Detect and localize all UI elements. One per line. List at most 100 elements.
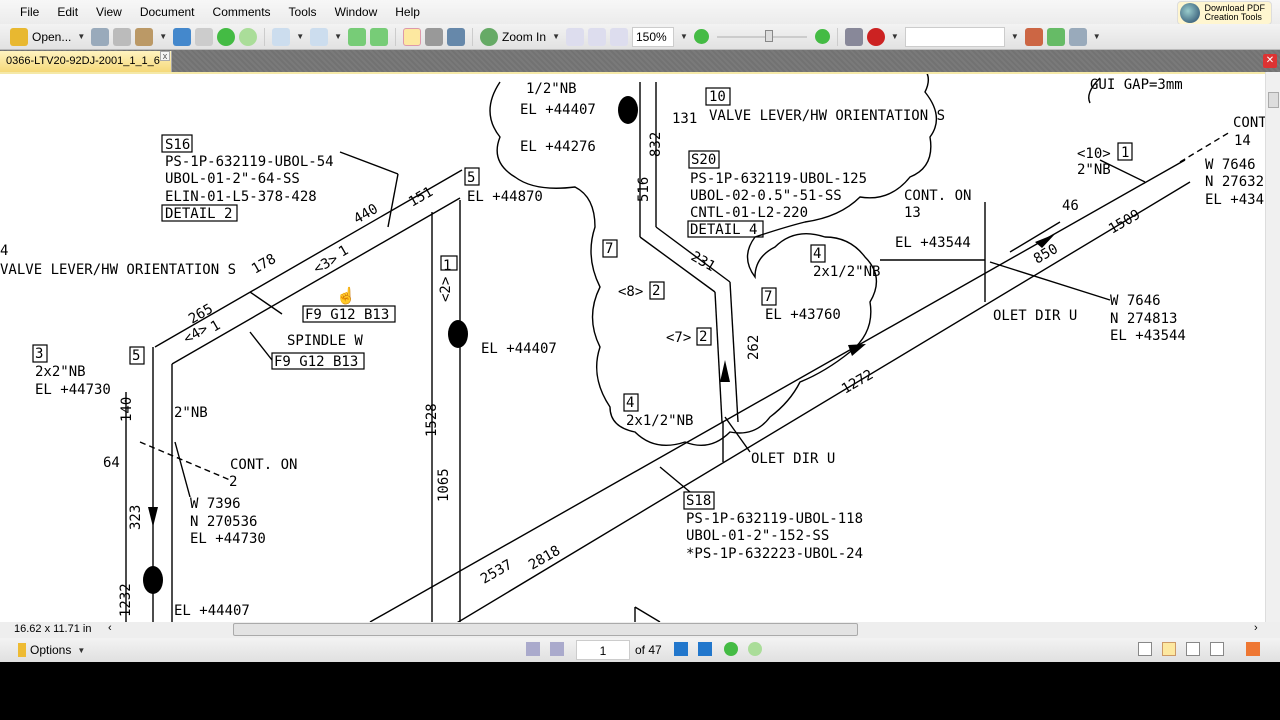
drawing-label: <10>: [1077, 146, 1111, 162]
previous-page-icon[interactable]: [550, 642, 564, 656]
tab-close-icon[interactable]: x: [160, 51, 170, 61]
drawing-label: W 7646: [1205, 157, 1256, 173]
document-tab[interactable]: 0366-LTV20-92DJ-2001_1_1_6: [0, 51, 172, 72]
find-previous-icon[interactable]: [1024, 27, 1043, 46]
drawing-label: 2x1/2"NB: [813, 264, 880, 280]
vertical-scrollbar[interactable]: [1265, 72, 1280, 622]
menu-document[interactable]: Document: [139, 5, 195, 19]
drawing-label: 4: [813, 246, 821, 262]
drawing-label: <7>: [666, 330, 691, 346]
drawing-label: SPINDLE W: [287, 333, 363, 349]
menu-view[interactable]: View: [96, 5, 122, 19]
drawing-label: <2>: [438, 277, 454, 302]
chevron-down-icon[interactable]: ▼: [679, 32, 688, 41]
drawing-label: 2x1/2"NB: [626, 413, 693, 429]
fit-width-icon[interactable]: [609, 27, 628, 46]
chevron-down-icon[interactable]: ▼: [1010, 32, 1019, 41]
two-up-icon[interactable]: [1186, 642, 1200, 656]
snapshot-icon[interactable]: [425, 27, 444, 46]
undo-icon[interactable]: [272, 27, 291, 46]
drawing-label: 3: [35, 346, 43, 362]
ocr-icon[interactable]: [195, 27, 214, 46]
chevron-down-icon[interactable]: ▼: [159, 32, 168, 41]
folder-icon[interactable]: [10, 27, 28, 46]
drawing-label: 1: [443, 258, 451, 274]
save-icon[interactable]: [91, 27, 110, 46]
next-page-icon[interactable]: [674, 642, 688, 656]
fit-page-icon[interactable]: [587, 27, 606, 46]
menu-tools[interactable]: Tools: [288, 5, 317, 19]
select-text-icon[interactable]: [447, 27, 466, 46]
drawing-label: EL +44407: [174, 603, 250, 619]
vertical-scroll-thumb[interactable]: [1268, 92, 1279, 108]
filter-icon[interactable]: [1068, 27, 1087, 46]
drawing-label: DETAIL 4: [690, 222, 757, 238]
continuous-page-icon[interactable]: [1162, 642, 1176, 656]
hand-tool-icon[interactable]: [403, 27, 422, 46]
zoom-in-button[interactable]: Zoom In: [502, 29, 547, 44]
actual-size-icon[interactable]: [565, 27, 584, 46]
divider: [472, 27, 474, 46]
drawing-label: DETAIL 2: [165, 206, 232, 222]
scroll-left-arrow[interactable]: ‹: [108, 622, 112, 634]
drawing-lines: [125, 74, 1231, 622]
zoom-slider-handle[interactable]: [764, 29, 773, 42]
drawing-label: N 270536: [190, 514, 257, 530]
scroll-right-arrow[interactable]: ›: [1254, 622, 1258, 634]
chevron-down-icon[interactable]: ▼: [890, 32, 899, 41]
chevron-down-icon[interactable]: ▼: [334, 32, 343, 41]
drawing-label: 2818: [526, 543, 563, 574]
revision-cloud: [1088, 77, 1101, 104]
drawing-label: 1528: [424, 403, 440, 437]
collaborate-icon[interactable]: [135, 27, 154, 46]
export-icon[interactable]: [173, 27, 192, 46]
menu-window[interactable]: Window: [334, 5, 378, 19]
valve-symbol: [448, 320, 468, 348]
single-page-icon[interactable]: [1138, 642, 1152, 656]
menu-help[interactable]: Help: [395, 5, 420, 19]
options-label: Options: [30, 643, 72, 657]
chevron-down-icon[interactable]: ▼: [77, 32, 86, 41]
zoom-slider[interactable]: [716, 29, 807, 42]
print-icon[interactable]: [113, 27, 132, 46]
find-input[interactable]: [904, 26, 1005, 47]
valve-symbol: [618, 96, 638, 124]
zoom-in-icon[interactable]: [480, 27, 499, 46]
redo-icon[interactable]: [310, 27, 329, 46]
menu-file[interactable]: File: [20, 5, 40, 19]
next-view-icon[interactable]: [748, 642, 762, 656]
find-next-icon[interactable]: [1046, 27, 1065, 46]
drawing-label: 1: [1121, 145, 1129, 161]
drawing-label: VALVE LEVER/HW ORIENTATION S: [709, 108, 945, 124]
two-up-continuous-icon[interactable]: [1210, 642, 1224, 656]
page-number-input[interactable]: 1: [576, 640, 630, 660]
last-page-icon[interactable]: [698, 642, 712, 656]
acrobat-search-icon[interactable]: [866, 27, 885, 46]
menu-comments[interactable]: Comments: [212, 5, 271, 19]
chevron-down-icon[interactable]: ▼: [552, 32, 560, 41]
horizontal-scroll-thumb[interactable]: [233, 623, 858, 636]
first-page-icon[interactable]: [526, 642, 540, 656]
status-row: 16.62 x 11.71 in ‹ ›: [0, 622, 1280, 638]
binoculars-icon[interactable]: [844, 27, 863, 46]
zoom-level-input[interactable]: 150%: [631, 26, 674, 47]
open-button[interactable]: Open...: [32, 29, 72, 44]
zoom-plus-button[interactable]: [814, 29, 830, 44]
menu-edit[interactable]: Edit: [57, 5, 79, 19]
markup-icon[interactable]: [1246, 642, 1260, 656]
chevron-down-icon[interactable]: ▼: [296, 32, 305, 41]
forward-icon[interactable]: [239, 27, 258, 46]
close-document-icon[interactable]: ✕: [1263, 54, 1277, 68]
drawing-label: *PS-1P-632223-UBOL-24: [686, 546, 863, 562]
drawing-label: F9 G12 B13: [274, 354, 358, 370]
back-icon[interactable]: [217, 27, 236, 46]
previous-view-icon[interactable]: [724, 642, 738, 656]
options-button[interactable]: Options▼: [18, 643, 87, 657]
chevron-down-icon[interactable]: ▼: [1092, 32, 1101, 41]
zoom-out-button[interactable]: [693, 29, 709, 44]
rotate-left-icon[interactable]: [348, 27, 367, 46]
rotate-right-icon[interactable]: [370, 27, 389, 46]
drawing-label: S18: [686, 493, 711, 509]
